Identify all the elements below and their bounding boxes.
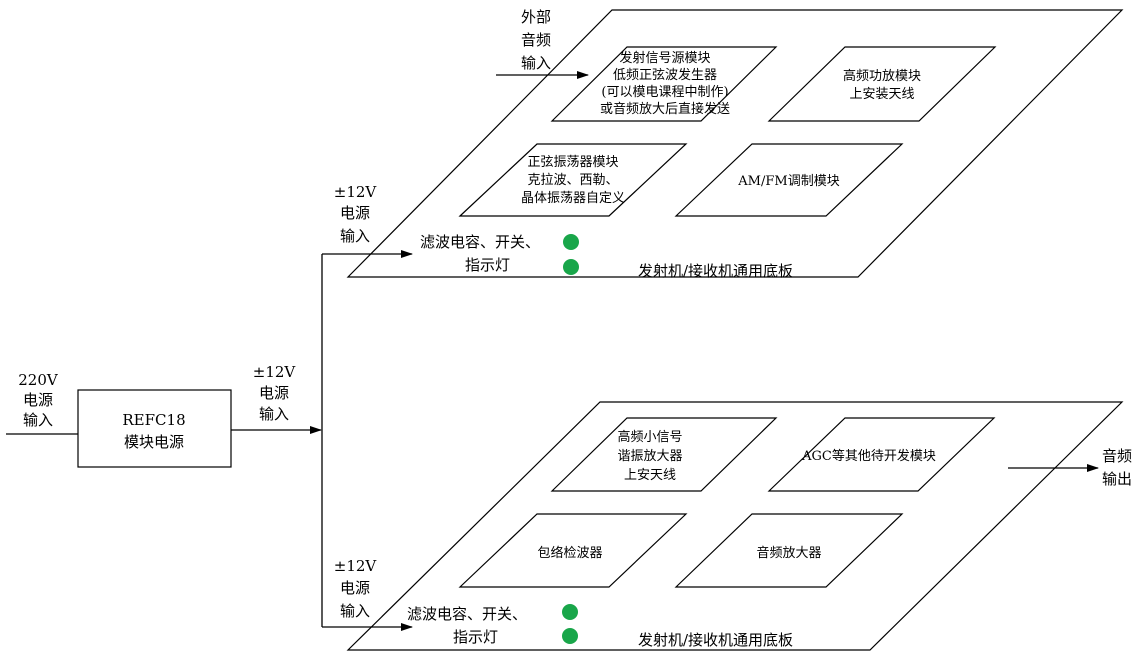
svg-text:REFC18: REFC18 bbox=[122, 411, 185, 429]
svg-text:上安天线: 上安天线 bbox=[624, 468, 676, 483]
svg-text:克拉波、西勒、: 克拉波、西勒、 bbox=[527, 173, 618, 188]
svg-text:或音频放大后直接发送: 或音频放大后直接发送 bbox=[600, 101, 730, 117]
module-agc[interactable]: AGC等其他待开发模块 bbox=[767, 417, 996, 492]
svg-text:输入: 输入 bbox=[340, 227, 370, 245]
svg-text:输入: 输入 bbox=[23, 411, 53, 429]
svg-text:电源: 电源 bbox=[259, 384, 289, 402]
module-rf-small-signal-amp[interactable]: 高频小信号 谐振放大器 上安天线 bbox=[550, 417, 778, 492]
receiver-board: 高频小信号 谐振放大器 上安天线 AGC等其他待开发模块 包络检波器 音频放大器… bbox=[346, 401, 1124, 651]
indicator-led-2 bbox=[562, 628, 578, 644]
svg-text:低频正弦波发生器: 低频正弦波发生器 bbox=[613, 67, 717, 83]
receiver-board-title: 发射机/接收机通用底板 bbox=[638, 631, 793, 649]
filter-label-line1: 滤波电容、开关、 bbox=[420, 233, 540, 251]
module-envelope-detector[interactable]: 包络检波器 bbox=[458, 513, 688, 588]
svg-text:输出: 输出 bbox=[1102, 470, 1132, 488]
power-input-label: 220V 电源 输入 bbox=[18, 371, 59, 429]
audio-output-label: 音频 输出 bbox=[1102, 447, 1132, 488]
indicator-led-1 bbox=[562, 604, 578, 620]
transmitter-board-title: 发射机/接收机通用底板 bbox=[638, 262, 793, 280]
svg-text:上安装天线: 上安装天线 bbox=[849, 87, 914, 102]
svg-text:音频: 音频 bbox=[521, 31, 551, 49]
module-rf-power-amp[interactable]: 高频功放模块 上安装天线 bbox=[767, 46, 997, 122]
svg-text:模块电源: 模块电源 bbox=[124, 433, 184, 451]
svg-text:220V: 220V bbox=[18, 371, 59, 389]
svg-text:电源: 电源 bbox=[340, 204, 370, 222]
filter-label-line2: 指示灯 bbox=[465, 256, 510, 274]
svg-text:±12V: ±12V bbox=[253, 363, 297, 381]
module-audio-amp[interactable]: 音频放大器 bbox=[674, 513, 904, 588]
svg-text:高频功放模块: 高频功放模块 bbox=[843, 68, 921, 84]
svg-text:±12V: ±12V bbox=[334, 183, 378, 201]
svg-text:输入: 输入 bbox=[340, 602, 370, 620]
svg-text:输入: 输入 bbox=[259, 405, 289, 423]
svg-text:(可以模电课程中制作): (可以模电课程中制作) bbox=[601, 85, 728, 100]
svg-text:AM/FM调制模块: AM/FM调制模块 bbox=[737, 174, 839, 189]
indicator-led-2 bbox=[563, 259, 579, 275]
svg-text:谐振放大器: 谐振放大器 bbox=[617, 449, 682, 464]
filter-label-line2: 指示灯 bbox=[453, 628, 498, 646]
power-module: REFC18 模块电源 bbox=[77, 389, 232, 468]
module-signal-source[interactable]: 发射信号源模块 低频正弦波发生器 (可以模电课程中制作) 或音频放大后直接发送 bbox=[550, 46, 778, 122]
svg-text:包络检波器: 包络检波器 bbox=[537, 545, 602, 561]
indicator-led-1 bbox=[563, 234, 579, 250]
svg-text:音频放大器: 音频放大器 bbox=[756, 545, 821, 561]
svg-text:输入: 输入 bbox=[521, 54, 551, 72]
transmitter-power-label: ±12V 电源 输入 bbox=[334, 183, 378, 245]
svg-text:音频: 音频 bbox=[1102, 447, 1132, 465]
svg-text:正弦振荡器模块: 正弦振荡器模块 bbox=[527, 154, 618, 170]
filter-label-line1: 滤波电容、开关、 bbox=[407, 605, 527, 623]
svg-text:发射信号源模块: 发射信号源模块 bbox=[619, 50, 710, 66]
receiver-power-label: ±12V 电源 输入 bbox=[334, 557, 378, 620]
svg-text:±12V: ±12V bbox=[334, 557, 378, 575]
power-output-label: ±12V 电源 输入 bbox=[253, 363, 297, 423]
svg-text:电源: 电源 bbox=[23, 391, 53, 409]
module-sine-oscillator[interactable]: 正弦振荡器模块 克拉波、西勒、 晶体振荡器自定义 bbox=[458, 143, 688, 217]
module-am-fm-modulator[interactable]: AM/FM调制模块 bbox=[674, 143, 904, 217]
transmitter-board: 发射信号源模块 低频正弦波发生器 (可以模电课程中制作) 或音频放大后直接发送 … bbox=[346, 9, 1124, 280]
svg-text:外部: 外部 bbox=[521, 8, 551, 26]
svg-text:AGC等其他待开发模块: AGC等其他待开发模块 bbox=[801, 448, 936, 464]
external-audio-input-label: 外部 音频 输入 bbox=[521, 8, 551, 72]
svg-text:电源: 电源 bbox=[340, 579, 370, 597]
power-module-box bbox=[77, 389, 232, 468]
svg-text:晶体振荡器自定义: 晶体振荡器自定义 bbox=[521, 191, 625, 206]
svg-text:高频小信号: 高频小信号 bbox=[617, 429, 682, 445]
